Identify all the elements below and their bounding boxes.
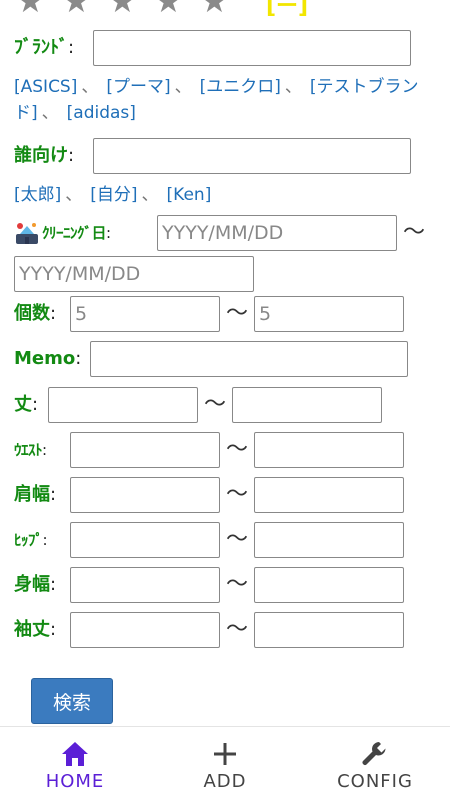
sleeve-label: 袖丈: <box>14 619 57 640</box>
brand-suggestion[interactable]: [プーマ] <box>106 77 171 97</box>
owner-suggestions: [太郎]、[自分]、[Ken] <box>14 185 212 205</box>
memo-input[interactable] <box>90 341 408 377</box>
brand-suggestions: [ASICS]、[プーマ]、[ユニクロ]、[テストブランド]、[adidas] <box>14 77 419 123</box>
hip-label: ﾋｯﾌﾟ: <box>14 531 48 549</box>
length-from-input[interactable] <box>48 387 198 423</box>
range-tilde: 〜 <box>226 437 249 462</box>
hip-from-input[interactable] <box>70 522 220 558</box>
owner-suggestion[interactable]: [太郎] <box>14 185 62 205</box>
cleaning-date-from-input[interactable] <box>157 215 397 251</box>
body-width-label: 身幅: <box>14 574 57 595</box>
length-label: 丈: <box>14 394 39 415</box>
nav-home-label: HOME <box>45 771 105 792</box>
rating-clear-link[interactable]: [ー] <box>266 0 309 19</box>
search-button[interactable]: 検索 <box>31 678 113 724</box>
body-width-to-input[interactable] <box>254 567 404 603</box>
star-icon[interactable]: ★ <box>62 0 91 20</box>
star-icon[interactable]: ★ <box>154 0 183 20</box>
brand-suggestion[interactable]: [ユニクロ] <box>199 77 281 97</box>
range-tilde: 〜 <box>226 617 249 642</box>
length-to-input[interactable] <box>232 387 382 423</box>
brand-label: ﾌﾞﾗﾝﾄﾞ: <box>14 37 75 58</box>
range-tilde: 〜 <box>226 527 249 552</box>
star-icon[interactable]: ★ <box>16 0 45 20</box>
waist-to-input[interactable] <box>254 432 404 468</box>
nav-config-label: CONFIG <box>337 771 413 792</box>
owner-suggestion[interactable]: [自分] <box>90 185 138 205</box>
range-tilde: 〜 <box>226 301 249 326</box>
star-rating[interactable]: ★ ★ ★ ★ ★ <box>16 0 246 20</box>
search-form: ★ ★ ★ ★ ★ [ー] ﾌﾞﾗﾝﾄﾞ: [ASICS]、[プーマ]、[ユニク… <box>14 0 426 724</box>
count-from-input[interactable] <box>70 296 220 332</box>
cleaning-icon <box>16 223 38 244</box>
count-to-input[interactable] <box>254 296 404 332</box>
bottom-nav: HOME ADD CONFIG <box>0 726 450 801</box>
range-tilde: 〜 <box>226 482 249 507</box>
brand-suggestion[interactable]: [ASICS] <box>14 77 78 97</box>
nav-add-label: ADD <box>203 771 247 792</box>
nav-home[interactable]: HOME <box>0 727 150 801</box>
nav-add[interactable]: ADD <box>150 727 300 801</box>
owner-input[interactable] <box>93 138 411 174</box>
hip-to-input[interactable] <box>254 522 404 558</box>
nav-config[interactable]: CONFIG <box>300 727 450 801</box>
wrench-icon <box>362 742 386 765</box>
range-tilde: 〜 <box>226 572 249 597</box>
body-width-from-input[interactable] <box>70 567 220 603</box>
brand-suggestion[interactable]: [テストブランド] <box>14 77 419 123</box>
sleeve-to-input[interactable] <box>254 612 404 648</box>
plus-icon <box>214 743 236 765</box>
cleaning-date-to-input[interactable] <box>14 256 254 292</box>
brand-input[interactable] <box>93 30 411 66</box>
home-icon <box>62 742 88 766</box>
star-icon[interactable]: ★ <box>108 0 137 20</box>
count-label: 個数: <box>14 303 57 324</box>
cleaning-date-label: ｸﾘｰﾆﾝｸﾞ日: <box>14 220 111 246</box>
waist-from-input[interactable] <box>70 432 220 468</box>
owner-suggestion[interactable]: [Ken] <box>166 185 212 205</box>
shoulder-label: 肩幅: <box>14 484 57 505</box>
range-tilde: 〜 <box>403 220 426 245</box>
star-icon[interactable]: ★ <box>200 0 229 20</box>
brand-suggestion[interactable]: [adidas] <box>66 103 136 123</box>
owner-label: 誰向け: <box>14 145 75 166</box>
shoulder-from-input[interactable] <box>70 477 220 513</box>
shoulder-to-input[interactable] <box>254 477 404 513</box>
waist-label: ｳｴｽﾄ: <box>14 441 47 459</box>
range-tilde: 〜 <box>204 392 227 417</box>
sleeve-from-input[interactable] <box>70 612 220 648</box>
memo-label: Memo: <box>14 348 82 369</box>
